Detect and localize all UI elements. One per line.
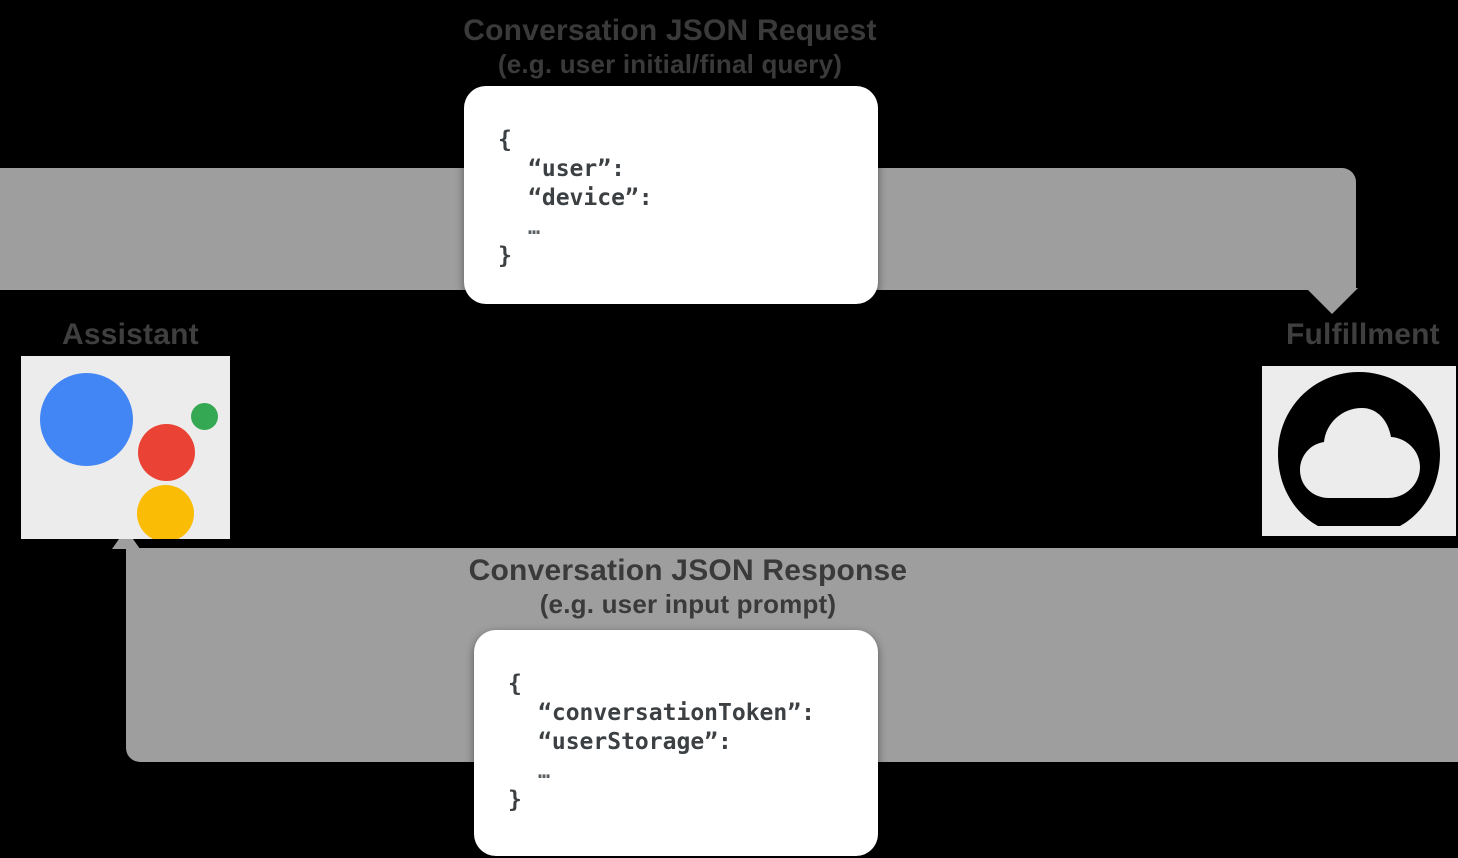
json-line: } [508,787,522,813]
assistant-red-dot-icon [138,424,195,481]
json-line: { [508,671,522,697]
json-line: { [498,127,512,153]
fulfillment-icon-tile [1262,366,1456,536]
json-line: “device”: [528,185,653,211]
request-caption-subtitle: (e.g. user initial/final query) [497,49,843,79]
response-caption-title: Conversation JSON Response [468,554,908,587]
response-caption: Conversation JSON Response (e.g. user in… [18,554,1358,620]
assistant-label: Assistant [62,318,199,351]
assistant-icon-tile [21,356,230,539]
response-caption-subtitle: (e.g. user input prompt) [539,589,837,619]
assistant-blue-dot-icon [40,373,133,466]
json-line: “userStorage”: [538,729,732,755]
fulfillment-label: Fulfillment [1286,318,1440,351]
json-line: “conversationToken”: [538,700,815,726]
request-caption: Conversation JSON Request (e.g. user ini… [0,14,1340,80]
json-line: “user”: [528,156,625,182]
json-line: … [528,215,541,239]
request-arrowhead-icon [1306,288,1358,314]
json-line: } [498,243,512,269]
request-json-card: { “user”: “device”: … } [464,86,878,304]
assistant-yellow-dot-icon [137,485,194,539]
json-line: … [538,759,551,783]
response-json-card: { “conversationToken”: “userStorage”: … … [474,630,878,856]
request-caption-title: Conversation JSON Request [463,14,877,47]
cloud-icon [1278,372,1440,526]
assistant-green-dot-icon [191,403,218,430]
